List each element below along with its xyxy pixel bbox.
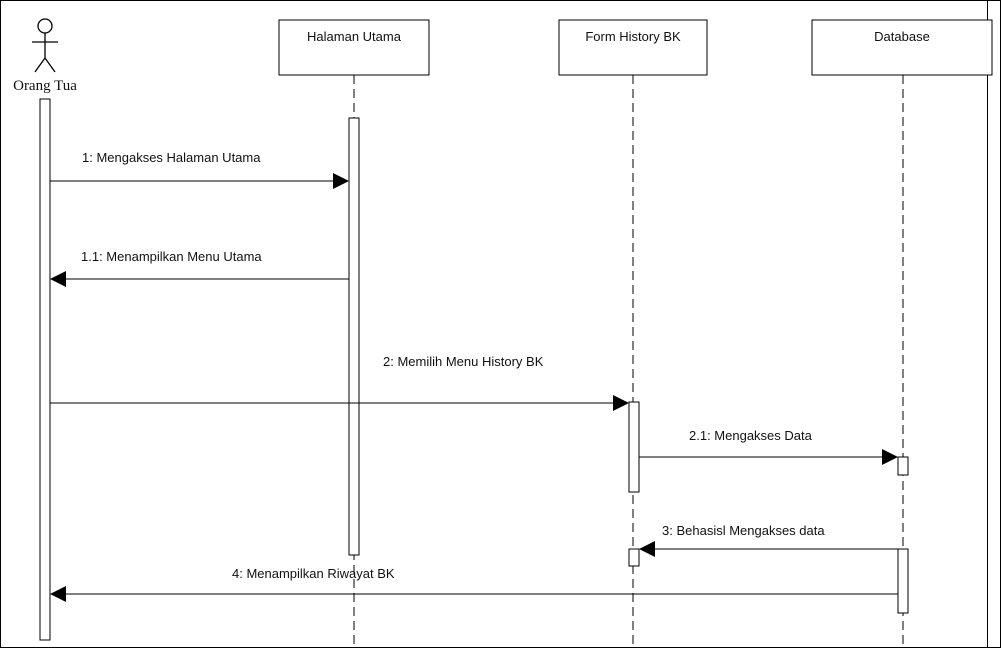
activation-bar [628,401,640,493]
message-3: 3: Behasisl Mengakses data [639,523,898,557]
arrowhead-left-icon [50,271,66,287]
message-label: 1.1: Menampilkan Menu Utama [81,249,262,264]
arrowhead-left-icon [50,586,66,602]
lifeline-header-box [558,19,708,76]
message-label: 1: Mengakses Halaman Utama [82,150,261,165]
message-label: 2.1: Mengakses Data [689,428,813,443]
message-2-1: 2.1: Mengakses Data [639,428,898,465]
actor-orang-tua: Orang Tua [13,18,77,641]
message-4: 4: Menampilkan Riwayat BK [50,566,898,602]
lifeline-label: Halaman Utama [307,29,402,44]
arrowhead-right-icon [613,395,629,411]
activation-bar [897,548,909,614]
message-1-1: 1.1: Menampilkan Menu Utama [50,249,349,287]
lifeline-label: Form History BK [585,29,681,44]
lifeline-halaman-utama: Halaman Utama [278,19,430,648]
arrowhead-right-icon [333,173,349,189]
lifeline-database: Database [811,19,993,648]
activation-bar-small [897,456,909,476]
activation-bar [348,117,360,556]
message-label: 3: Behasisl Mengakses data [662,523,825,538]
arrowhead-right-icon [882,449,898,465]
message-2: 2: Memilih Menu History BK [50,354,629,411]
lifeline-header-box [278,19,430,76]
actor-left-leg-icon [34,57,46,73]
message-label: 4: Menampilkan Riwayat BK [232,566,395,581]
actor-name: Orang Tua [13,78,77,94]
lifeline-label: Database [874,29,930,44]
actor-right-leg-icon [44,57,56,73]
lifeline-form-history-bk: Form History BK [558,19,708,648]
actor-activation-bar [39,98,51,641]
message-1: 1: Mengakses Halaman Utama [50,150,349,189]
lifeline-header-box [811,19,993,76]
actor-head-icon [37,18,53,34]
arrowhead-left-icon [639,541,655,557]
activation-bar-small [628,548,640,567]
message-label: 2: Memilih Menu History BK [383,354,544,369]
